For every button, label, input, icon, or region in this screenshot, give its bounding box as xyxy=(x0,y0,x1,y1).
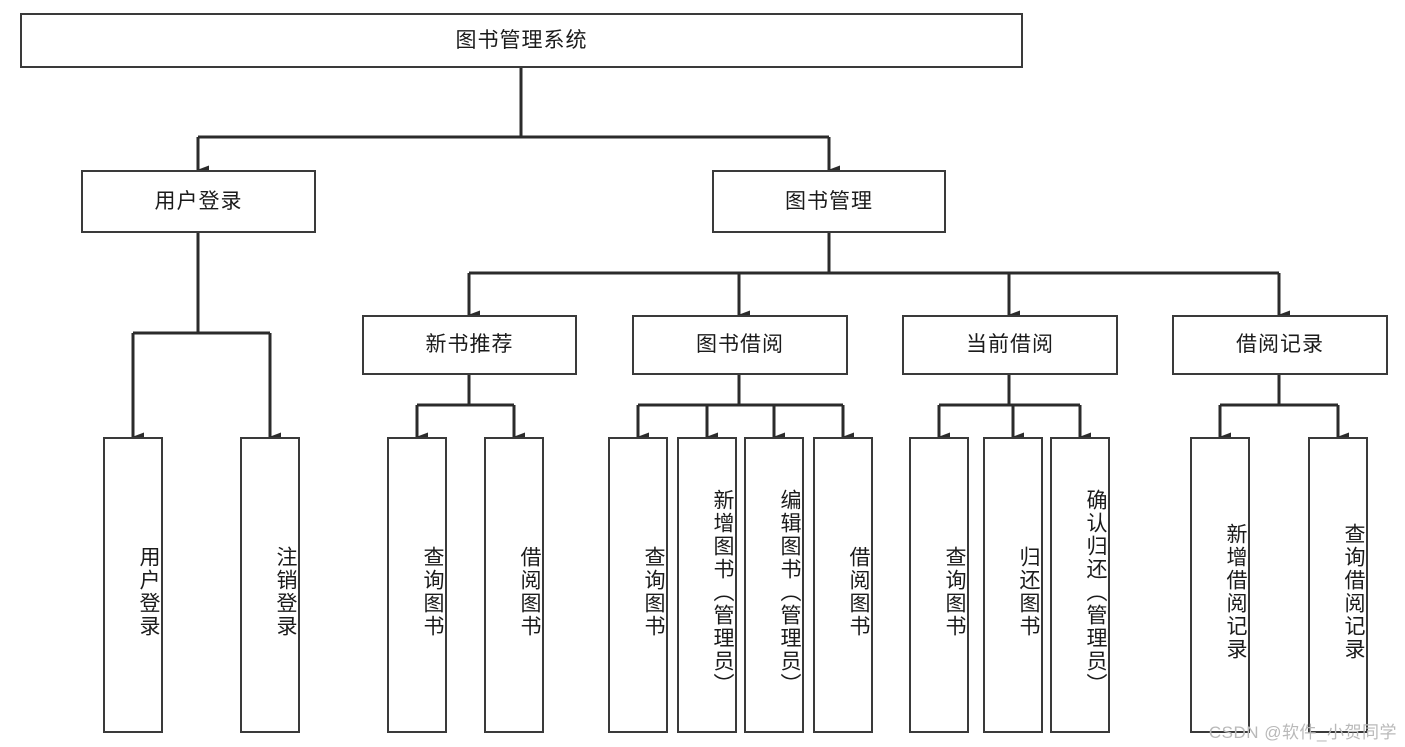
node-leaf-query-record-label: 查询借阅记录 xyxy=(1342,523,1365,661)
node-leaf-confirm-return[interactable]: 确认归还（管理员） xyxy=(1050,437,1110,733)
node-borrow-record[interactable]: 借阅记录 xyxy=(1172,315,1388,375)
node-leaf-borrow-book-2-label: 借阅图书 xyxy=(847,546,870,638)
node-root[interactable]: 图书管理系统 xyxy=(20,13,1023,68)
node-leaf-logout-label: 注销登录 xyxy=(274,546,297,638)
node-leaf-add-record[interactable]: 新增借阅记录 xyxy=(1190,437,1250,733)
node-leaf-query-record[interactable]: 查询借阅记录 xyxy=(1308,437,1368,733)
node-leaf-add-record-label: 新增借阅记录 xyxy=(1224,523,1247,661)
node-user-login-label: 用户登录 xyxy=(154,189,243,213)
node-leaf-borrow-book-1[interactable]: 借阅图书 xyxy=(484,437,544,733)
node-leaf-add-book-label: 新增图书（管理员） xyxy=(711,488,734,696)
node-leaf-borrow-book-1-label: 借阅图书 xyxy=(518,546,541,638)
node-current-borrow-label: 当前借阅 xyxy=(966,333,1054,357)
node-leaf-user-login[interactable]: 用户登录 xyxy=(103,437,163,733)
node-leaf-edit-book[interactable]: 编辑图书（管理员） xyxy=(744,437,804,733)
node-new-book-recommend-label: 新书推荐 xyxy=(425,333,514,357)
node-book-manage[interactable]: 图书管理 xyxy=(712,170,946,233)
node-leaf-query-book-2[interactable]: 查询图书 xyxy=(608,437,668,733)
node-leaf-query-book-1-label: 查询图书 xyxy=(421,546,444,638)
node-book-borrow-label: 图书借阅 xyxy=(696,333,784,357)
node-current-borrow[interactable]: 当前借阅 xyxy=(902,315,1118,375)
node-leaf-query-book-1[interactable]: 查询图书 xyxy=(387,437,447,733)
node-user-login[interactable]: 用户登录 xyxy=(81,170,316,233)
node-leaf-borrow-book-2[interactable]: 借阅图书 xyxy=(813,437,873,733)
csdn-watermark: CSDN @软件_小贺同学 xyxy=(1208,723,1397,742)
node-leaf-return-book[interactable]: 归还图书 xyxy=(983,437,1043,733)
node-root-label: 图书管理系统 xyxy=(455,28,588,52)
node-leaf-query-book-3-label: 查询图书 xyxy=(943,546,966,638)
node-book-manage-label: 图书管理 xyxy=(785,189,873,213)
node-new-book-recommend[interactable]: 新书推荐 xyxy=(362,315,577,375)
node-leaf-add-book[interactable]: 新增图书（管理员） xyxy=(677,437,737,733)
node-leaf-query-book-2-label: 查询图书 xyxy=(642,546,665,638)
node-borrow-record-label: 借阅记录 xyxy=(1236,333,1324,357)
node-leaf-edit-book-label: 编辑图书（管理员） xyxy=(778,488,801,696)
node-leaf-query-book-3[interactable]: 查询图书 xyxy=(909,437,969,733)
node-book-borrow[interactable]: 图书借阅 xyxy=(632,315,848,375)
node-leaf-user-login-label: 用户登录 xyxy=(137,546,160,638)
node-leaf-logout[interactable]: 注销登录 xyxy=(240,437,300,733)
node-leaf-return-book-label: 归还图书 xyxy=(1017,546,1040,638)
node-leaf-confirm-return-label: 确认归还（管理员） xyxy=(1084,488,1107,696)
